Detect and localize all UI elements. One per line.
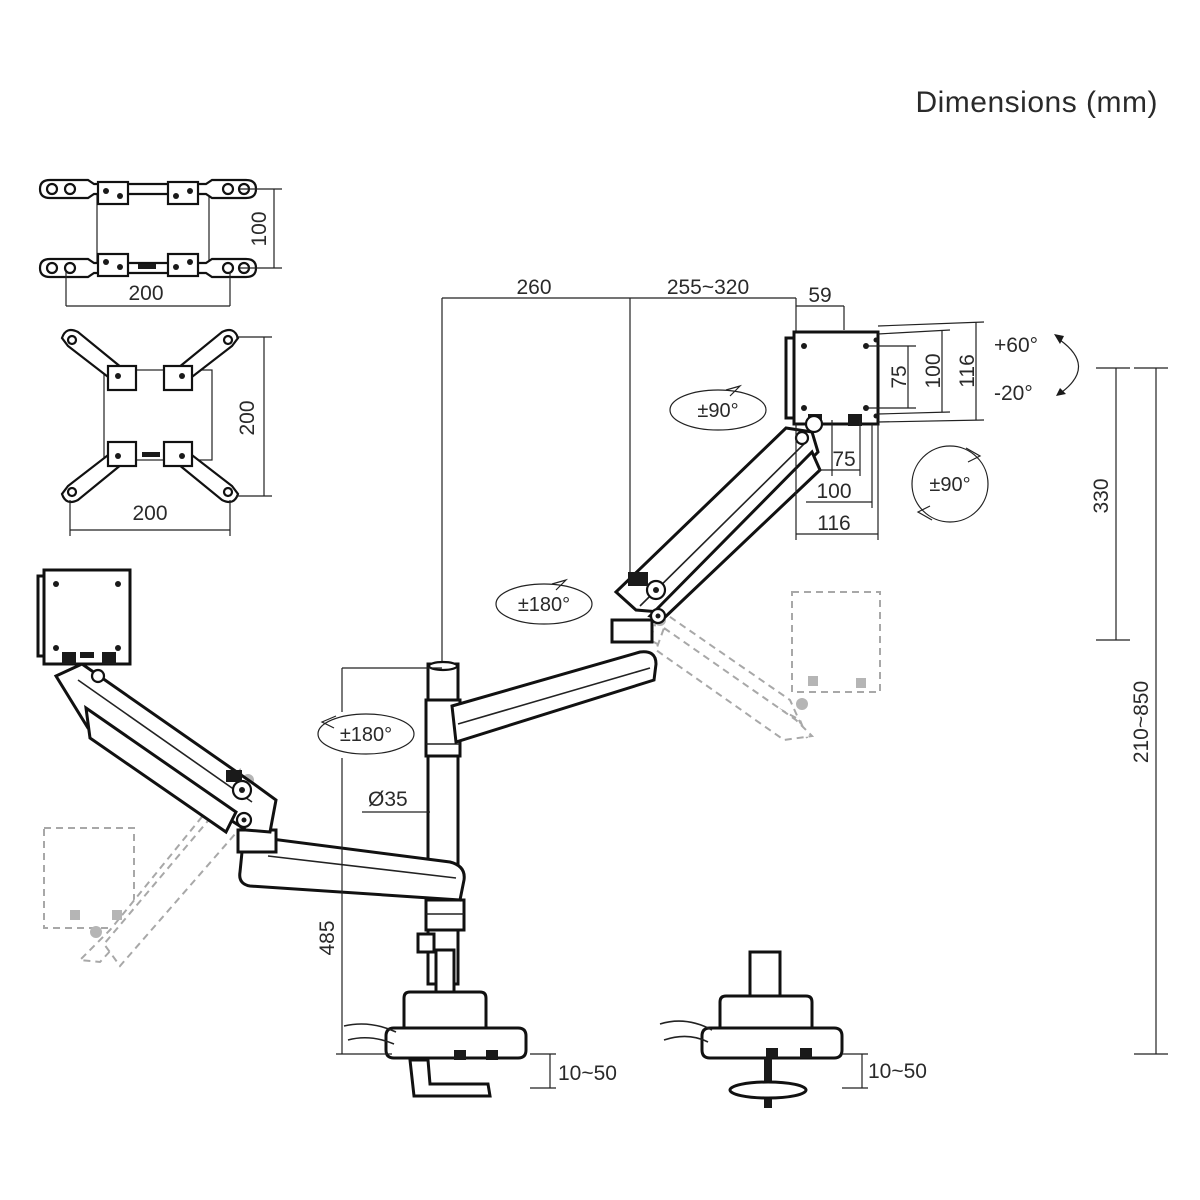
tilt-down: -20° <box>994 382 1033 405</box>
pole <box>416 660 466 986</box>
plate-dimension-lines <box>795 321 985 540</box>
plate-h75: 75 <box>888 365 911 388</box>
vesa-adapter-small <box>38 178 282 307</box>
arm-bottom-rotation-label: ±180° <box>340 724 392 746</box>
upper-arm-gas-spring <box>613 426 822 625</box>
height-dimension-lines <box>336 367 1168 1055</box>
vesa-small-width: 200 <box>128 282 163 305</box>
arm-bottom-rotation-badge <box>317 713 415 755</box>
reach-inner-label: 260 <box>516 276 551 299</box>
tilt-arrow <box>1054 334 1079 396</box>
tilt-up: +60° <box>994 334 1038 357</box>
right-arm-ghost <box>648 591 881 742</box>
clamp-thickness-lines <box>530 1053 868 1089</box>
left-monitor-plate <box>36 568 132 666</box>
swivel-top-badge <box>669 384 767 431</box>
base-height-label: 485 <box>316 920 339 955</box>
arm-top-rotation-label: ±180° <box>518 594 570 616</box>
clamp-right-label: 10~50 <box>868 1060 927 1083</box>
plate-w75: 75 <box>832 448 855 471</box>
plate-h116: 116 <box>956 354 979 387</box>
arm-top-rotation-badge <box>495 578 593 625</box>
reach-outer-label: 255~320 <box>667 276 749 299</box>
pole-height-label: 330 <box>1090 478 1113 513</box>
vesa-adapter-large <box>60 328 272 536</box>
plate-w116: 116 <box>817 512 850 535</box>
lower-arm-gas-spring <box>53 662 278 835</box>
vesa-small-height: 100 <box>248 211 271 246</box>
right-monitor-plate <box>784 330 880 434</box>
lower-arm-horizontal <box>236 828 466 902</box>
clamp-left-label: 10~50 <box>558 1062 617 1085</box>
swivel-top-label: ±90° <box>697 400 738 422</box>
rotate-side-label: ±90° <box>929 474 970 496</box>
pole-diameter-label: Ø35 <box>368 788 408 811</box>
plate-h100: 100 <box>922 353 945 388</box>
upper-arm-horizontal <box>450 618 658 744</box>
total-height-label: 210~850 <box>1130 681 1153 763</box>
plate-depth-label: 59 <box>808 284 831 307</box>
clamp-base-right <box>659 950 844 1108</box>
title: Dimensions (mm) <box>915 86 1158 119</box>
clamp-base-left <box>343 948 528 1098</box>
top-dimension-lines <box>441 297 845 668</box>
rotate-side-badge <box>911 445 989 523</box>
plate-w100: 100 <box>816 480 851 503</box>
vesa-large-height: 200 <box>236 400 259 435</box>
vesa-large-width: 200 <box>132 502 167 525</box>
